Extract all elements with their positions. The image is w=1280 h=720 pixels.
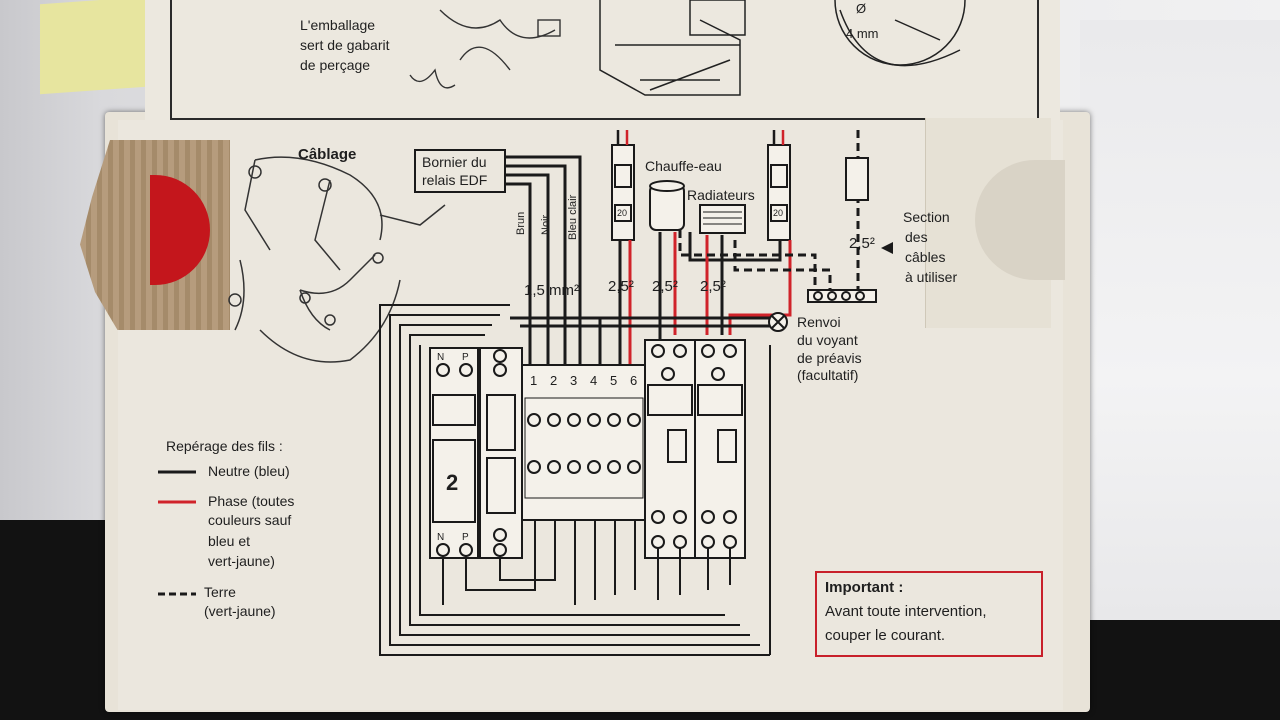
important-line-1: Avant toute intervention,	[825, 603, 987, 620]
cabinet-wires	[379, 304, 771, 656]
diagram-title: Câblage	[298, 146, 357, 163]
drill-symbol: Ø	[856, 1, 867, 16]
bottom-wires	[442, 520, 731, 605]
water-heater-label: Chauffe-eau	[645, 158, 722, 174]
important-title: Important :	[825, 579, 904, 596]
terminal-number-4: 4	[590, 373, 598, 388]
terminal-number-2: 2	[550, 373, 558, 388]
furniture-sketch	[599, 0, 746, 96]
second-module	[479, 347, 523, 559]
terminal-letter-n-top: N	[437, 352, 445, 363]
terminal-letter-n-bottom: N	[437, 532, 445, 543]
section-note-2: des	[905, 229, 928, 245]
legend-phase-1: Phase (toutes	[208, 493, 295, 509]
radiators-label: Radiateurs	[687, 187, 755, 203]
small-terminal-top	[845, 157, 869, 201]
wire-label-brown: Brun	[515, 211, 527, 235]
drill-size: 4 mm	[846, 26, 879, 41]
legend-phase-4: vert-jaune)	[208, 553, 275, 569]
template-text-2: sert de gabarit	[300, 37, 390, 53]
breaker-modules-right	[644, 339, 746, 559]
terminal-number-1: 1	[530, 373, 538, 388]
renvoi-4: (facultatif)	[797, 367, 859, 383]
section-note-4: à utiliser	[905, 269, 958, 285]
breaker-right	[767, 144, 791, 241]
section-note-3: câbles	[905, 249, 946, 265]
wire-label-light-blue: Bleu clair	[567, 194, 579, 240]
legend-neutral: Neutre (bleu)	[208, 463, 290, 479]
background-right	[1080, 20, 1280, 620]
main-breaker-module	[429, 347, 479, 559]
terminal-number-6: 6	[630, 373, 638, 388]
edf-relay-label-2: relais EDF	[422, 172, 488, 188]
important-box: Important : Avant toute intervention, co…	[815, 571, 1043, 657]
top-instruction-panel	[170, 0, 1039, 120]
template-text-3: de perçage	[300, 57, 371, 73]
legend-phase-3: bleu et	[208, 533, 251, 549]
section-earth: 2,5²	[849, 235, 875, 252]
legend-phase-2: couleurs sauf	[208, 512, 292, 528]
renvoi-3: de préavis	[797, 350, 862, 366]
section-large-1: 2,5²	[608, 278, 634, 295]
terminal-number-3: 3	[570, 373, 578, 388]
edf-relay-box	[414, 149, 506, 193]
legend-earth-1: Terre	[204, 584, 236, 600]
indicator-lamp-icon	[768, 312, 788, 332]
renvoi-1: Renvoi	[797, 314, 841, 330]
legend-title: Repérage des fils :	[166, 438, 283, 454]
module-number: 2	[446, 470, 459, 495]
breaker-feed	[616, 130, 785, 145]
relay-wires	[505, 155, 582, 365]
legend-earth-2: (vert-jaune)	[204, 603, 276, 619]
terminal-letter-p-bottom: P	[462, 532, 469, 543]
bus-wires	[510, 316, 770, 365]
terminal-block	[521, 364, 648, 521]
terminal-screws	[527, 413, 641, 474]
terminal-letter-p-top: P	[462, 352, 469, 363]
earth-terminal-bar	[807, 289, 877, 303]
radiator-icon	[699, 204, 746, 234]
wire-label-black: Noir	[540, 214, 552, 235]
section-note-1: Section	[903, 209, 950, 225]
handwritten-sketch	[228, 156, 446, 363]
flap-notch	[975, 160, 1065, 280]
section-large-2: 2,5²	[652, 278, 678, 295]
breaker-rating-left: 20	[617, 208, 628, 218]
terminal-number-5: 5	[610, 373, 618, 388]
water-heater-icon	[649, 180, 685, 231]
breaker-rating-right: 20	[773, 208, 784, 218]
important-line-2: couper le courant.	[825, 627, 946, 644]
earth-wires	[678, 130, 860, 290]
drill-illustration	[834, 0, 966, 67]
section-large-3: 2,5²	[700, 278, 726, 295]
arrow-icon	[881, 242, 893, 254]
handwritten-scribble-top	[409, 9, 561, 89]
section-small: 1,5 mm²	[524, 282, 580, 299]
renvoi-2: du voyant	[797, 332, 858, 348]
edf-relay-label-1: Bornier du	[422, 154, 487, 170]
template-text-1: L'emballage	[300, 17, 376, 33]
breaker-left	[611, 144, 635, 241]
